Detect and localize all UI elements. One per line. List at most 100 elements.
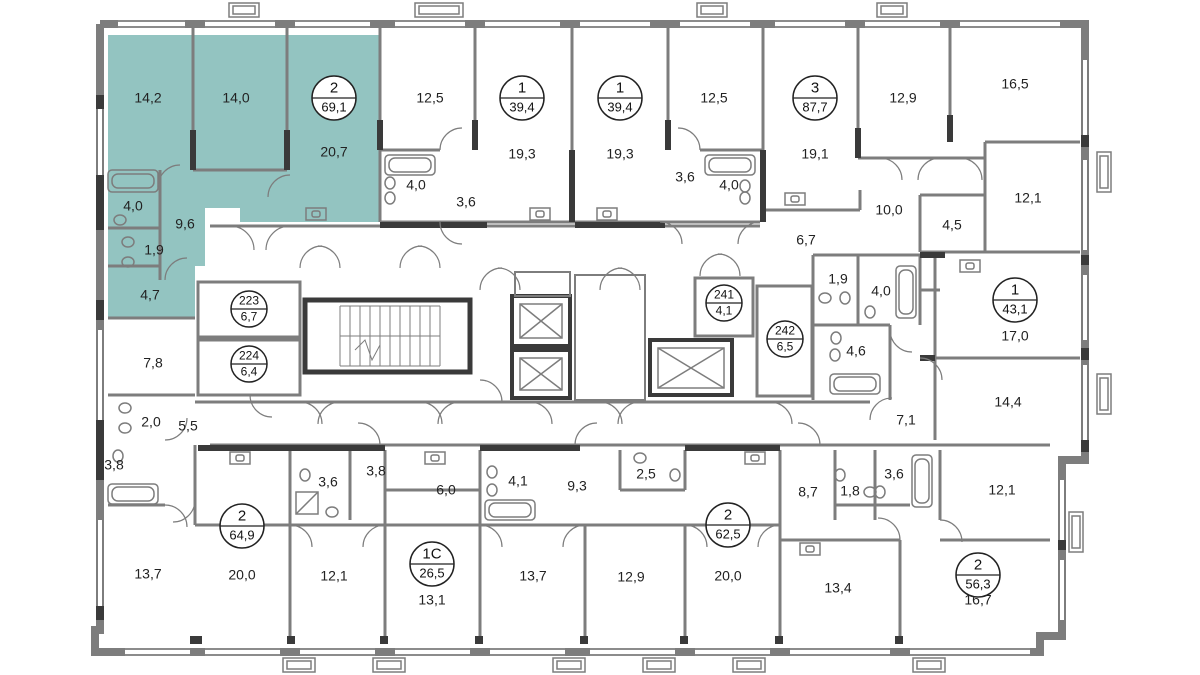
room-area-label: 14,0 <box>222 90 249 106</box>
room-area-label: 12,1 <box>988 482 1015 498</box>
badge-type: 242 <box>775 324 795 338</box>
badge-area: 62,5 <box>715 526 740 541</box>
room-area-label: 13,7 <box>519 568 546 584</box>
room-area-label: 14,4 <box>994 394 1021 410</box>
room-area-label: 3,6 <box>318 474 338 490</box>
apartment-badge-apt-b[interactable]: 139,4 <box>499 75 545 121</box>
room-area-label: 1,9 <box>828 271 848 287</box>
room-area-label: 9,3 <box>567 478 587 494</box>
room-area-label: 9,6 <box>175 216 195 232</box>
apartment-badge-apt-e[interactable]: 143,1 <box>992 277 1038 323</box>
badge-type: 1 <box>1011 282 1019 299</box>
room-area-label: 14,2 <box>134 90 161 106</box>
apartment-badge-apt-c[interactable]: 139,4 <box>597 75 643 121</box>
badge-area: 39,4 <box>607 99 632 114</box>
room-area-label: 4,0 <box>123 198 143 214</box>
room-area-label: 4,1 <box>508 473 528 489</box>
badge-type: 2 <box>724 507 732 524</box>
room-area-label: 4,6 <box>846 343 866 359</box>
room-area-label: 3,6 <box>884 466 904 482</box>
badge-area: 6,7 <box>241 309 258 323</box>
highlighted-apartment[interactable] <box>108 35 380 318</box>
apartment-badge-apt-h[interactable]: 262,5 <box>705 502 751 548</box>
badge-area: 4,1 <box>716 303 733 317</box>
apartment-badges: 269,1139,4139,4387,7143,1264,91С26,5262,… <box>219 75 1038 598</box>
badge-type: 1 <box>616 80 624 97</box>
room-area-label: 13,1 <box>418 592 445 608</box>
badge-area: 39,4 <box>509 99 534 114</box>
room-area-label: 12,9 <box>617 569 644 585</box>
room-area-label: 5,5 <box>178 418 198 434</box>
room-area-label: 6,7 <box>796 232 816 248</box>
badge-area: 69,1 <box>321 99 346 114</box>
room-area-label: 3,6 <box>675 169 695 185</box>
room-area-label: 1,8 <box>840 483 860 499</box>
room-area-label: 12,9 <box>889 90 916 106</box>
badge-type: 223 <box>239 294 259 308</box>
badge-area: 87,7 <box>802 99 827 114</box>
apartment-badge-apt-f[interactable]: 264,9 <box>219 503 265 549</box>
room-area-label: 13,4 <box>824 580 851 596</box>
apartment-badge-apt-g[interactable]: 1С 26,5 <box>409 541 455 587</box>
badge-area: 26,5 <box>419 565 444 580</box>
glazing-lines <box>118 20 1060 656</box>
apartment-badge-apt-i[interactable]: 256,3 <box>955 552 1001 598</box>
badge-type: 224 <box>239 349 259 363</box>
room-area-label: 4,5 <box>942 217 962 233</box>
badge-area: 6,5 <box>777 339 794 353</box>
room-area-label: 4,0 <box>719 177 739 193</box>
room-area-label: 1,9 <box>144 242 164 258</box>
room-area-label: 2,0 <box>141 414 161 430</box>
apartment-badge-apt-a[interactable]: 269,1 <box>311 75 357 121</box>
badge-type: 2 <box>974 557 982 574</box>
badge-type: 1С <box>422 546 441 563</box>
badge-type: 241 <box>714 288 734 302</box>
badge-type: 1 <box>518 80 526 97</box>
room-area-label: 13,7 <box>134 566 161 582</box>
room-area-label: 4,7 <box>140 287 160 303</box>
room-area-label: 12,1 <box>1014 190 1041 206</box>
badge-area: 56,3 <box>965 576 990 591</box>
apartment-badge-apt-d[interactable]: 387,7 <box>792 75 838 121</box>
stair-elevator-core <box>302 271 734 401</box>
room-area-label: 8,7 <box>798 484 818 500</box>
badge-type: 2 <box>238 508 246 525</box>
room-area-label: 10,0 <box>875 202 902 218</box>
glazing <box>98 22 1087 654</box>
room-area-label: 7,1 <box>896 412 916 428</box>
badge-area: 43,1 <box>1002 301 1027 316</box>
room-area-label: 6,0 <box>436 482 456 498</box>
room-area-label: 4,0 <box>406 177 426 193</box>
room-area-label: 20,0 <box>714 568 741 584</box>
room-area-label: 3,8 <box>104 457 124 473</box>
room-area-label: 7,8 <box>143 355 163 371</box>
room-area-label: 20,0 <box>228 567 255 583</box>
room-area-label: 19,3 <box>508 146 535 162</box>
structural-walls <box>96 95 1089 644</box>
badge-area: 64,9 <box>229 527 254 542</box>
sanitary-fixtures <box>107 154 981 556</box>
badge-type: 2 <box>330 80 338 97</box>
room-area-label: 17,0 <box>1001 328 1028 344</box>
room-area-label: 19,1 <box>801 146 828 162</box>
room-area-label: 19,3 <box>606 146 633 162</box>
room-area-label: 12,5 <box>700 90 727 106</box>
room-area-label: 3,6 <box>456 194 476 210</box>
room-area-label: 4,0 <box>871 283 891 299</box>
room-area-label: 16,5 <box>1001 76 1028 92</box>
room-area-label: 3,8 <box>366 463 386 479</box>
room-area-label: 12,1 <box>320 568 347 584</box>
room-area-label: 20,7 <box>320 144 347 160</box>
room-area-label: 2,5 <box>636 466 656 482</box>
badge-area: 6,4 <box>241 364 258 378</box>
windows <box>228 2 1112 673</box>
badge-type: 3 <box>811 80 819 97</box>
room-area-label: 12,5 <box>416 90 443 106</box>
